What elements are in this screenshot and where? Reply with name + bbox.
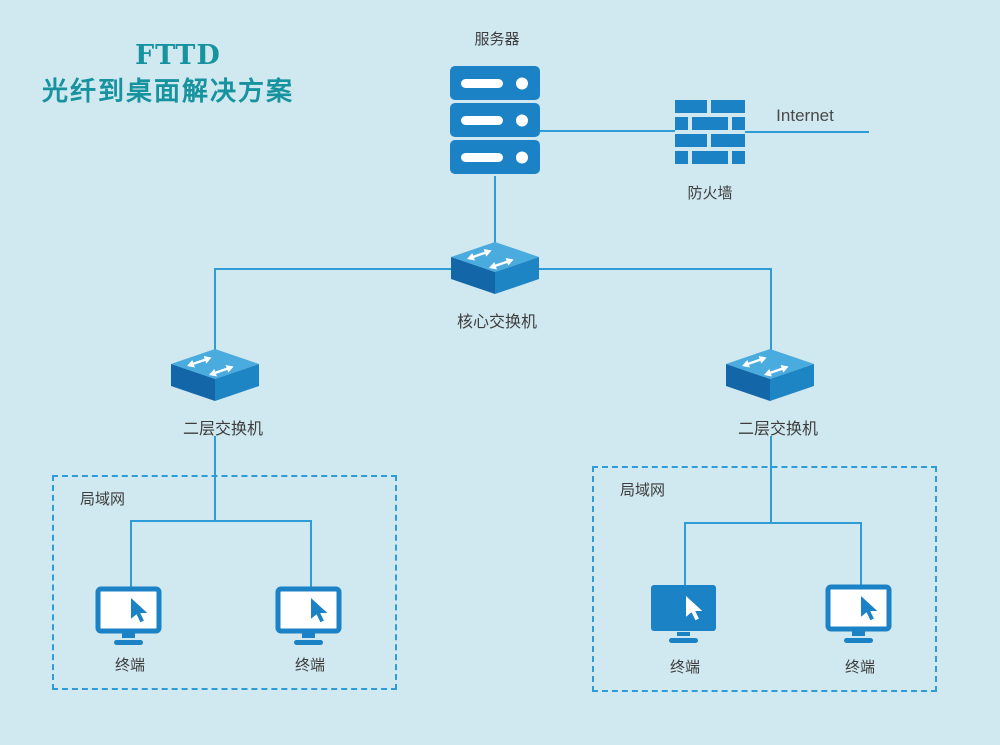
diagram-title-acronym: FTTD — [135, 40, 221, 71]
server-label: 服务器 — [474, 31, 520, 48]
diagram-title-subtitle: 光纤到桌面解决方案 — [42, 77, 295, 107]
lan-right-label: 局域网 — [620, 482, 666, 499]
terminal-monitor-icon-1 — [95, 586, 165, 646]
core-switch-icon — [451, 242, 539, 296]
lan-box-right — [592, 466, 937, 692]
connector-l2right-lan — [770, 436, 772, 524]
lan-left-label: 局域网 — [80, 491, 126, 508]
connector-terminal-2 — [310, 520, 312, 588]
firewall-label: 防火墙 — [687, 185, 733, 202]
terminal-monitor-icon-4 — [825, 584, 895, 644]
connector-core-right-vertical — [770, 268, 772, 350]
l2-switch-right-icon — [726, 349, 814, 403]
terminal-label-3: 终端 — [669, 659, 701, 676]
connector-terminal-3 — [684, 522, 686, 586]
connector-firewall-internet — [745, 131, 869, 133]
connector-lan-left-branch — [130, 520, 312, 522]
l2-switch-left-label: 二层交换机 — [182, 421, 264, 438]
connector-core-left-vertical — [214, 268, 216, 350]
connector-terminal-4 — [860, 522, 862, 586]
connector-l2left-lan — [214, 436, 216, 522]
terminal-label-1: 终端 — [114, 657, 146, 674]
terminal-label-4: 终端 — [844, 659, 876, 676]
connector-terminal-1 — [130, 520, 132, 588]
firewall-icon — [675, 100, 745, 164]
l2-switch-left-icon — [171, 349, 259, 403]
connector-core-right-horizontal — [539, 268, 771, 270]
connector-core-left-horizontal — [214, 268, 451, 270]
terminal-monitor-icon-3 — [650, 584, 720, 644]
connector-lan-right-branch — [684, 522, 862, 524]
internet-label: Internet — [776, 106, 834, 125]
core-switch-label: 核心交换机 — [456, 314, 538, 331]
connector-server-firewall — [540, 130, 675, 132]
l2-switch-right-label: 二层交换机 — [737, 421, 819, 438]
connector-server-core — [494, 176, 496, 244]
terminal-label-2: 终端 — [294, 657, 326, 674]
server-icon — [450, 66, 540, 176]
lan-box-left — [52, 475, 397, 690]
terminal-monitor-icon-2 — [275, 586, 345, 646]
